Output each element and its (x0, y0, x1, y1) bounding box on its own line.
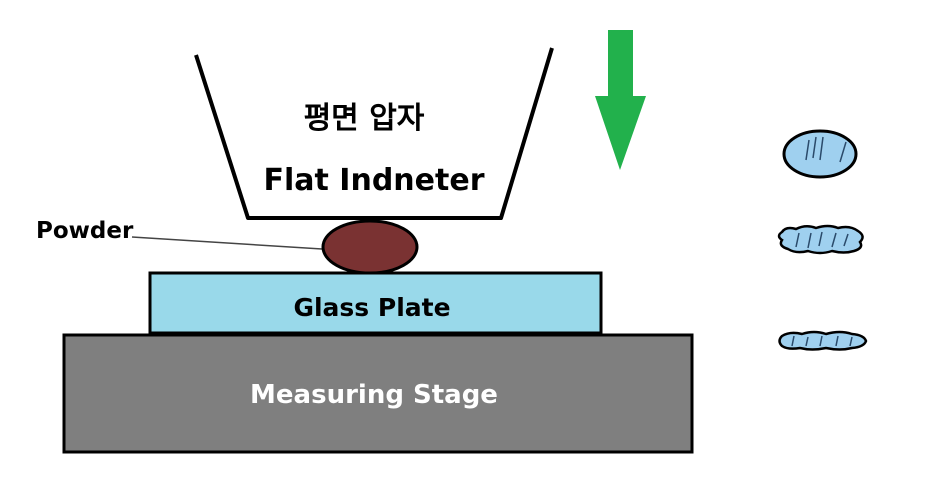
round-particle-icon (782, 129, 858, 179)
powder-particle (321, 219, 419, 275)
flat-indenter (194, 47, 554, 220)
indenter-label-korean: 평면 압자 (304, 101, 425, 136)
powder-leader-line (131, 236, 323, 250)
measuring-stage-label: Measuring Stage (250, 380, 498, 410)
glass-plate (148, 271, 603, 335)
glass-plate-label: Glass Plate (293, 293, 450, 322)
measuring-stage (62, 333, 694, 454)
down-arrow-icon (595, 30, 646, 170)
powder-label: Powder (36, 218, 134, 244)
flattened-particle-icon (777, 224, 864, 255)
indenter-label-english: Flat Indneter (264, 163, 485, 198)
crushed-particle-icon (778, 330, 868, 351)
